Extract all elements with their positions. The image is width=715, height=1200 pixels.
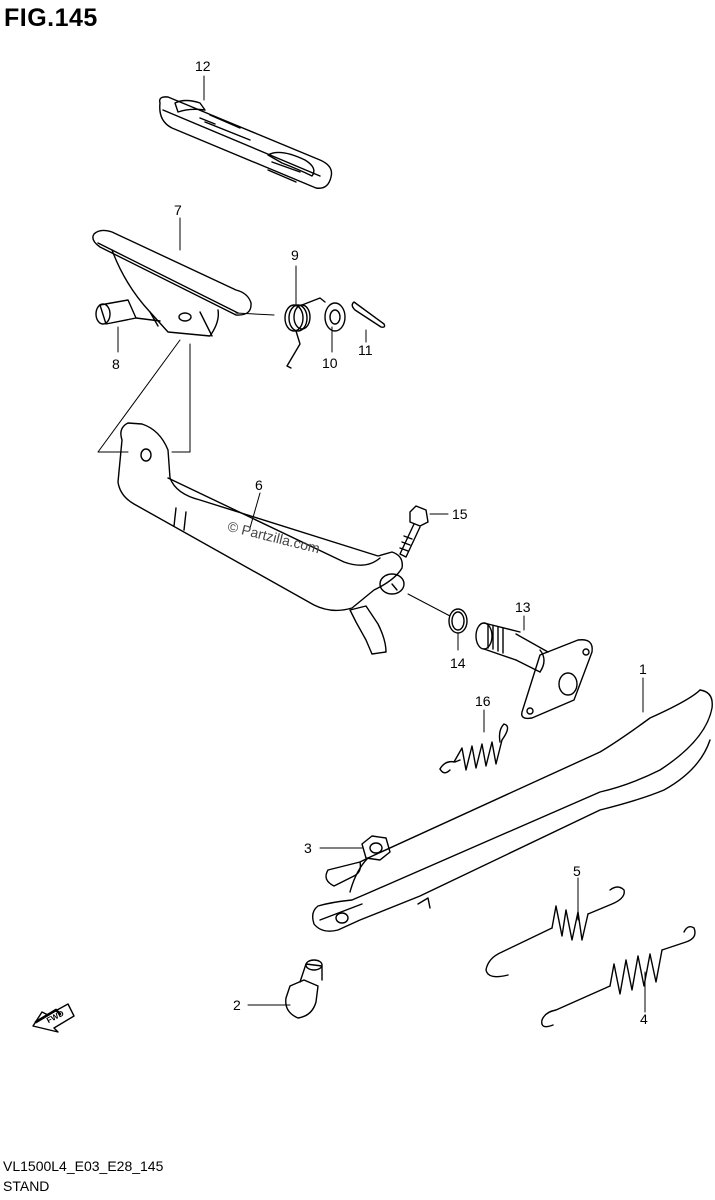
callout-7: 7: [174, 202, 182, 218]
figure-title: FIG.145: [4, 4, 98, 32]
part-7-footrest: [92, 229, 252, 337]
leader-lines: [97, 75, 646, 1013]
figure-code: VL1500L4_E03_E28_145: [3, 1158, 164, 1174]
callout-9: 9: [291, 247, 299, 263]
part-1-side-stand: [311, 689, 713, 932]
part-11-cotter-pin: [351, 301, 386, 328]
callout-labels: 12 7 9 8 10 11 6 15 13 14 16 1 3 5 2 4 F…: [45, 58, 648, 1027]
part-2-pivot-bolt: [285, 959, 323, 1019]
callout-10: 10: [322, 355, 338, 371]
figure-name: STAND: [3, 1178, 50, 1194]
part-13-pivot-shaft: [475, 622, 593, 720]
callout-15: 15: [452, 506, 468, 522]
callout-6: 6: [255, 477, 263, 493]
callout-11: 11: [358, 342, 373, 358]
part-8-pin: [95, 299, 161, 325]
callout-12: 12: [195, 58, 211, 74]
callout-4: 4: [640, 1011, 648, 1027]
part-12-footpeg-rubber: [158, 96, 333, 189]
part-4-spring: [541, 925, 696, 1028]
callout-8: 8: [112, 356, 120, 372]
part-6-stand-bracket: [117, 422, 405, 655]
callout-16: 16: [475, 693, 491, 709]
part-9-torsion-spring: [284, 297, 326, 369]
callout-14: 14: [450, 655, 466, 671]
part-14-circlip: [448, 608, 468, 634]
part-3-nut: [361, 835, 391, 861]
part-5-spring: [485, 886, 625, 978]
part-10-washer: [324, 302, 346, 332]
callout-13: 13: [515, 599, 531, 615]
callout-3: 3: [304, 840, 312, 856]
callout-5: 5: [573, 863, 581, 879]
part-15-bolt: [399, 505, 429, 558]
callout-1: 1: [639, 661, 647, 677]
callout-2: 2: [233, 997, 241, 1013]
part-16-spring: [439, 723, 509, 774]
fwd-arrow-icon: [32, 1003, 75, 1033]
